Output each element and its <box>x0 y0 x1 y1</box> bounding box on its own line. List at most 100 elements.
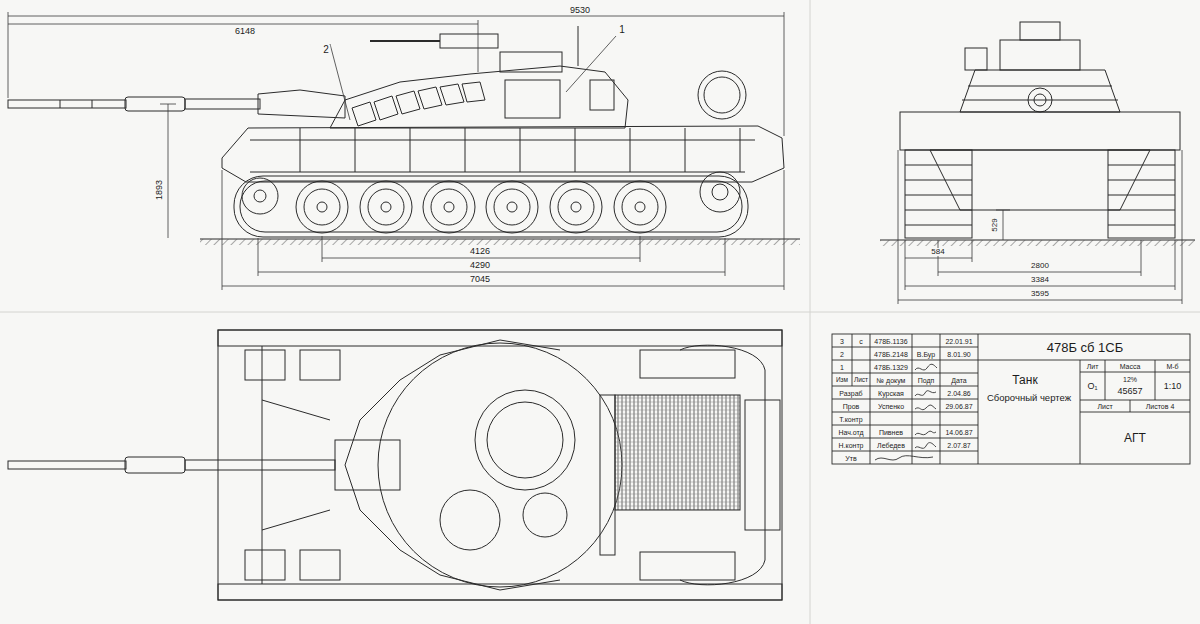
side-view <box>258 90 345 118</box>
dimension-lines <box>1175 240 1176 290</box>
table-cell: 2.07.87 <box>946 441 971 448</box>
dimension-lines <box>258 238 259 276</box>
front-view <box>1034 94 1046 106</box>
table-cell: Н.контр <box>838 441 865 448</box>
side-view <box>396 91 420 114</box>
side-view <box>250 140 755 172</box>
side-view <box>60 100 61 108</box>
table-cell: Масса <box>1119 363 1142 370</box>
dimension-lines <box>996 210 1010 211</box>
table-cell: Лебедев <box>876 441 906 448</box>
dimension-lines <box>725 238 726 276</box>
side-view <box>234 176 748 237</box>
side-view <box>462 82 485 102</box>
sheet-fold <box>810 0 811 624</box>
front-view <box>880 22 1195 246</box>
top-view <box>378 343 622 587</box>
table-cell: Подп <box>917 376 936 383</box>
side-view <box>300 128 740 172</box>
signature <box>875 364 937 460</box>
side-view <box>317 202 327 212</box>
table-cell: Разраб <box>838 389 863 396</box>
side-view <box>352 102 376 126</box>
side-view <box>635 202 645 212</box>
table-cell: 12% <box>1122 376 1138 383</box>
table-cell: Пивнев <box>878 428 904 435</box>
side-view <box>500 52 562 72</box>
title-block-grid <box>832 334 1190 464</box>
dimension: 2800 <box>1030 262 1050 270</box>
organization: АГТ <box>1123 432 1147 444</box>
table-cell: 478Б.2148 <box>873 350 909 357</box>
drawing-number: 478Б сб 1СБ <box>1046 341 1125 354</box>
front-view <box>960 70 1120 112</box>
table-cell: 29.06.87 <box>944 402 973 409</box>
table-cell: Нач.отд <box>837 428 864 435</box>
dimension-lines <box>258 272 725 273</box>
title-block-grid <box>832 347 978 451</box>
top-view <box>300 350 340 380</box>
table-cell: О₁ <box>1086 382 1098 391</box>
signature <box>915 431 936 435</box>
front-view <box>900 112 1180 150</box>
dimension-lines <box>222 170 223 290</box>
side-view <box>381 202 391 212</box>
table-cell: 2 <box>839 350 845 357</box>
dimension-lines <box>898 150 899 304</box>
top-view <box>218 584 782 600</box>
dimension-lines <box>330 44 350 120</box>
dimension-lines <box>784 12 785 136</box>
dimension: 3384 <box>1030 276 1050 284</box>
table-cell: 3 <box>839 337 845 344</box>
table-cell: с <box>858 337 864 344</box>
side-view <box>368 189 404 225</box>
side-view <box>444 202 454 212</box>
front-view <box>905 150 972 238</box>
top-view <box>245 550 285 580</box>
table-cell: 1 <box>839 363 845 370</box>
title-block-grid <box>978 360 1190 464</box>
side-view <box>700 172 740 212</box>
dimension-lines <box>898 300 1182 301</box>
dimension-lines <box>478 20 479 72</box>
drawing-title: Сборочный чертеж <box>986 393 1072 403</box>
table-cell: Листов 4 <box>1145 403 1176 410</box>
top-view <box>440 490 500 550</box>
side-view <box>440 34 498 48</box>
top-view <box>262 346 263 584</box>
table-cell: 478Б.1329 <box>873 363 909 370</box>
side-view <box>296 181 348 233</box>
drawing-title: Танк <box>1011 374 1038 386</box>
top-view <box>487 402 563 478</box>
top-view <box>345 380 560 590</box>
front-view <box>905 165 972 225</box>
side-view <box>486 181 538 233</box>
dimension-lines <box>905 286 1175 287</box>
top-view <box>640 350 735 378</box>
dimension-lines <box>168 104 169 238</box>
title-block-grid <box>832 334 1190 464</box>
callout-number: 2 <box>322 45 330 55</box>
table-cell: Курская <box>877 389 905 396</box>
signature <box>915 443 936 449</box>
dimension-lines <box>1141 240 1142 276</box>
dimension: 3595 <box>1030 290 1050 298</box>
side-view <box>614 181 666 233</box>
top-view <box>335 440 400 490</box>
side-view <box>240 181 742 232</box>
dimension-lines <box>972 240 973 262</box>
side-view <box>222 126 784 182</box>
signature <box>915 364 937 370</box>
top-view <box>185 460 335 470</box>
dimension-lines <box>938 240 939 276</box>
side-view <box>431 189 467 225</box>
callout-number: 1 <box>618 25 626 35</box>
side-view <box>558 189 594 225</box>
top-view <box>218 330 782 346</box>
top-view <box>475 390 575 490</box>
top-view <box>125 457 185 473</box>
front-view <box>1020 22 1060 40</box>
side-view <box>254 190 266 202</box>
